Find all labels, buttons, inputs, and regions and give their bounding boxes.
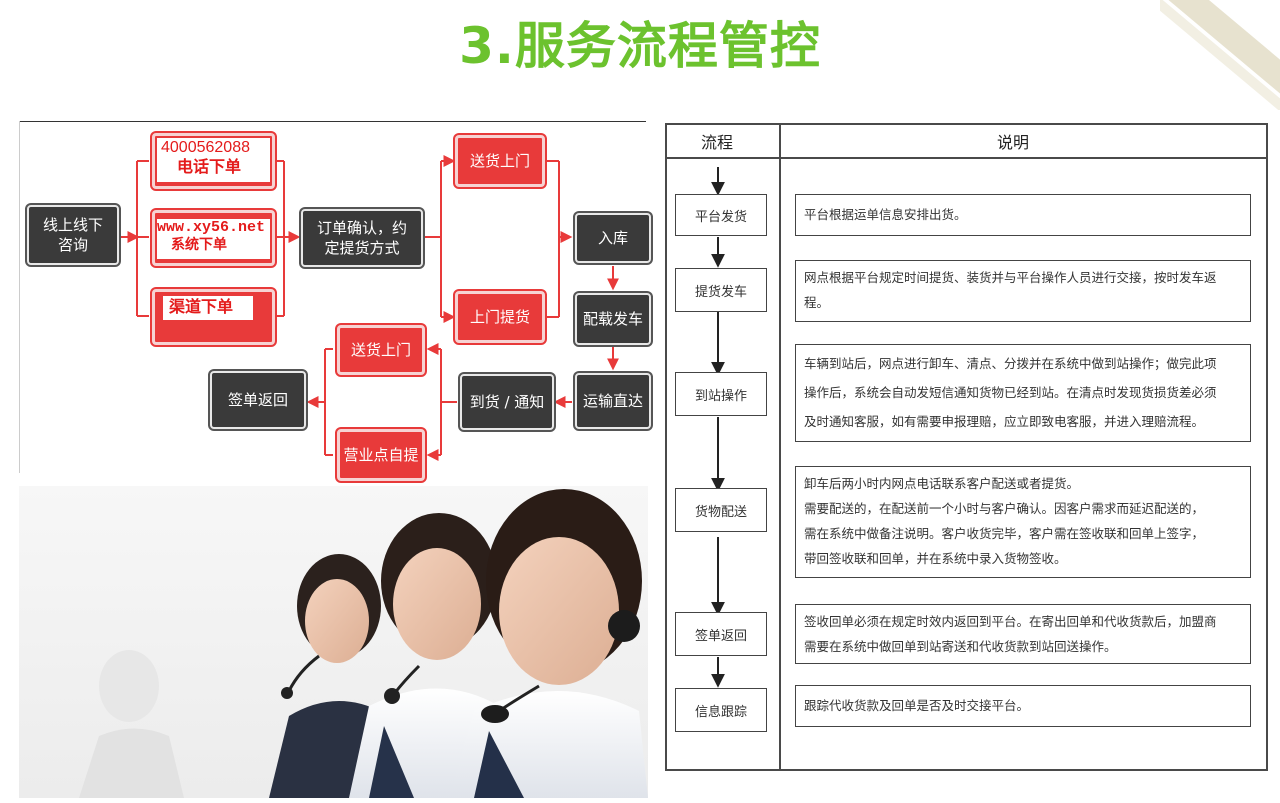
desc-platform-ship: 平台根据运单信息安排出货。 bbox=[795, 194, 1251, 236]
step-info-tracking: 信息跟踪 bbox=[675, 688, 767, 732]
step-arrival-operation: 到站操作 bbox=[675, 372, 767, 416]
desc-line: 平台根据运单信息安排出货。 bbox=[804, 207, 967, 222]
system-order-text: 系统下单 bbox=[171, 236, 227, 252]
desc-line: 程。 bbox=[804, 295, 830, 310]
flow-node-pickup-top: 上门提货 bbox=[455, 291, 545, 343]
header-step: 流程 bbox=[701, 133, 734, 152]
step-pickup-depart: 提货发车 bbox=[675, 268, 767, 312]
header-desc: 说明 bbox=[997, 133, 1030, 152]
desc-line: 需要在系统中做回单到站寄送和代收货款到站回送操作。 bbox=[804, 639, 1117, 654]
website-url: www.xy56.net bbox=[157, 219, 266, 236]
panel-left-edge bbox=[19, 121, 20, 473]
desc-line: 签收回单必须在规定时效内返回到平台。在寄出回单和代收货款后，加盟商 bbox=[804, 614, 1217, 629]
flow-node-arrive: 到货 / 通知 bbox=[460, 374, 554, 430]
flow-diagram: 线上线下咨询 4000562088 电话下单 www.xy56.net 系统下单… bbox=[19, 121, 651, 486]
channel-order-label: 渠道下单 bbox=[163, 296, 253, 320]
phone-order-label: 4000562088 电话下单 bbox=[157, 138, 270, 182]
step-receipt-return: 签单返回 bbox=[675, 612, 767, 656]
phone-order-text: 电话下单 bbox=[177, 159, 242, 176]
process-table: 流程 说明 bbox=[665, 123, 1268, 771]
panel-top-edge bbox=[19, 121, 646, 122]
step-goods-delivery: 货物配送 bbox=[675, 488, 767, 532]
slide-title: 3.服务流程管控 bbox=[459, 17, 821, 75]
table-divider-horizontal bbox=[667, 157, 1266, 159]
confirm-line-1: 订单确认，约 bbox=[316, 219, 407, 237]
flow-node-confirm: 订单确认，约定提货方式 bbox=[301, 209, 423, 267]
flow-node-sign-return: 签单返回 bbox=[210, 371, 306, 429]
desc-receipt-return: 签收回单必须在规定时效内返回到平台。在寄出回单和代收货款后，加盟商 需要在系统中… bbox=[795, 604, 1251, 664]
flow-node-deliver-bottom: 送货上门 bbox=[337, 325, 425, 375]
call-center-photo bbox=[19, 486, 648, 798]
desc-line: 车辆到站后，网点进行卸车、清点、分拨并在系统中做到站操作；做完此项 bbox=[804, 356, 1217, 371]
confirm-line-2: 定提货方式 bbox=[324, 239, 400, 257]
desc-pickup-depart: 网点根据平台规定时间提货、装货并与平台操作人员进行交接，按时发车返 程。 bbox=[795, 260, 1251, 322]
consult-line-1: 线上线下 bbox=[42, 216, 103, 234]
desc-line: 需要配送的，在配送前一个小时与客户确认。因客户需求而延迟配送的， bbox=[804, 501, 1205, 516]
flow-node-channel-order: 渠道下单 bbox=[152, 289, 275, 345]
flow-node-deliver-top: 送货上门 bbox=[455, 135, 545, 187]
desc-line: 操作后，系统会自动发短信通知货物已经到站。在清点时发现货损货差必须 bbox=[804, 385, 1217, 400]
flow-node-transport: 运输直达 bbox=[575, 373, 651, 429]
phone-number: 4000562088 bbox=[161, 139, 250, 156]
desc-line: 跟踪代收货款及回单是否及时交接平台。 bbox=[804, 698, 1030, 713]
flow-connectors bbox=[121, 155, 619, 461]
desc-line: 需在系统中做备注说明。客户收货完毕，客户需在签收联和回单上签字， bbox=[804, 526, 1205, 541]
step-platform-ship: 平台发货 bbox=[675, 194, 767, 236]
flow-node-self-pickup: 营业点自提 bbox=[337, 429, 425, 481]
desc-line: 卸车后两小时内网点电话联系客户配送或者提货。 bbox=[804, 476, 1080, 491]
flow-node-consult: 线上线下咨询 bbox=[27, 205, 119, 265]
consult-line-2: 咨询 bbox=[57, 236, 88, 254]
desc-line: 网点根据平台规定时间提货、装货并与平台操作人员进行交接，按时发车返 bbox=[804, 270, 1217, 285]
flow-node-system-order: www.xy56.net 系统下单 bbox=[152, 210, 275, 266]
desc-line: 带回签收联和回单，并在系统中录入货物签收。 bbox=[804, 551, 1067, 566]
desc-goods-delivery: 卸车后两小时内网点电话联系客户配送或者提货。 需要配送的，在配送前一个小时与客户… bbox=[795, 466, 1251, 578]
flow-node-load: 配载发车 bbox=[575, 293, 651, 345]
flow-node-phone-order: 4000562088 电话下单 bbox=[152, 133, 275, 189]
desc-line: 及时通知客服，如有需要申报理赔，应立即致电客服，并进入理赔流程。 bbox=[804, 414, 1205, 429]
table-step-arrows bbox=[711, 167, 725, 688]
desc-arrival-operation: 车辆到站后，网点进行卸车、清点、分拨并在系统中做到站操作；做完此项 操作后，系统… bbox=[795, 344, 1251, 442]
call-center-illustration bbox=[79, 489, 648, 798]
system-order-label: www.xy56.net 系统下单 bbox=[157, 219, 270, 259]
flow-node-storage: 入库 bbox=[575, 213, 651, 263]
table-divider-vertical bbox=[779, 125, 781, 769]
desc-info-tracking: 跟踪代收货款及回单是否及时交接平台。 bbox=[795, 685, 1251, 727]
